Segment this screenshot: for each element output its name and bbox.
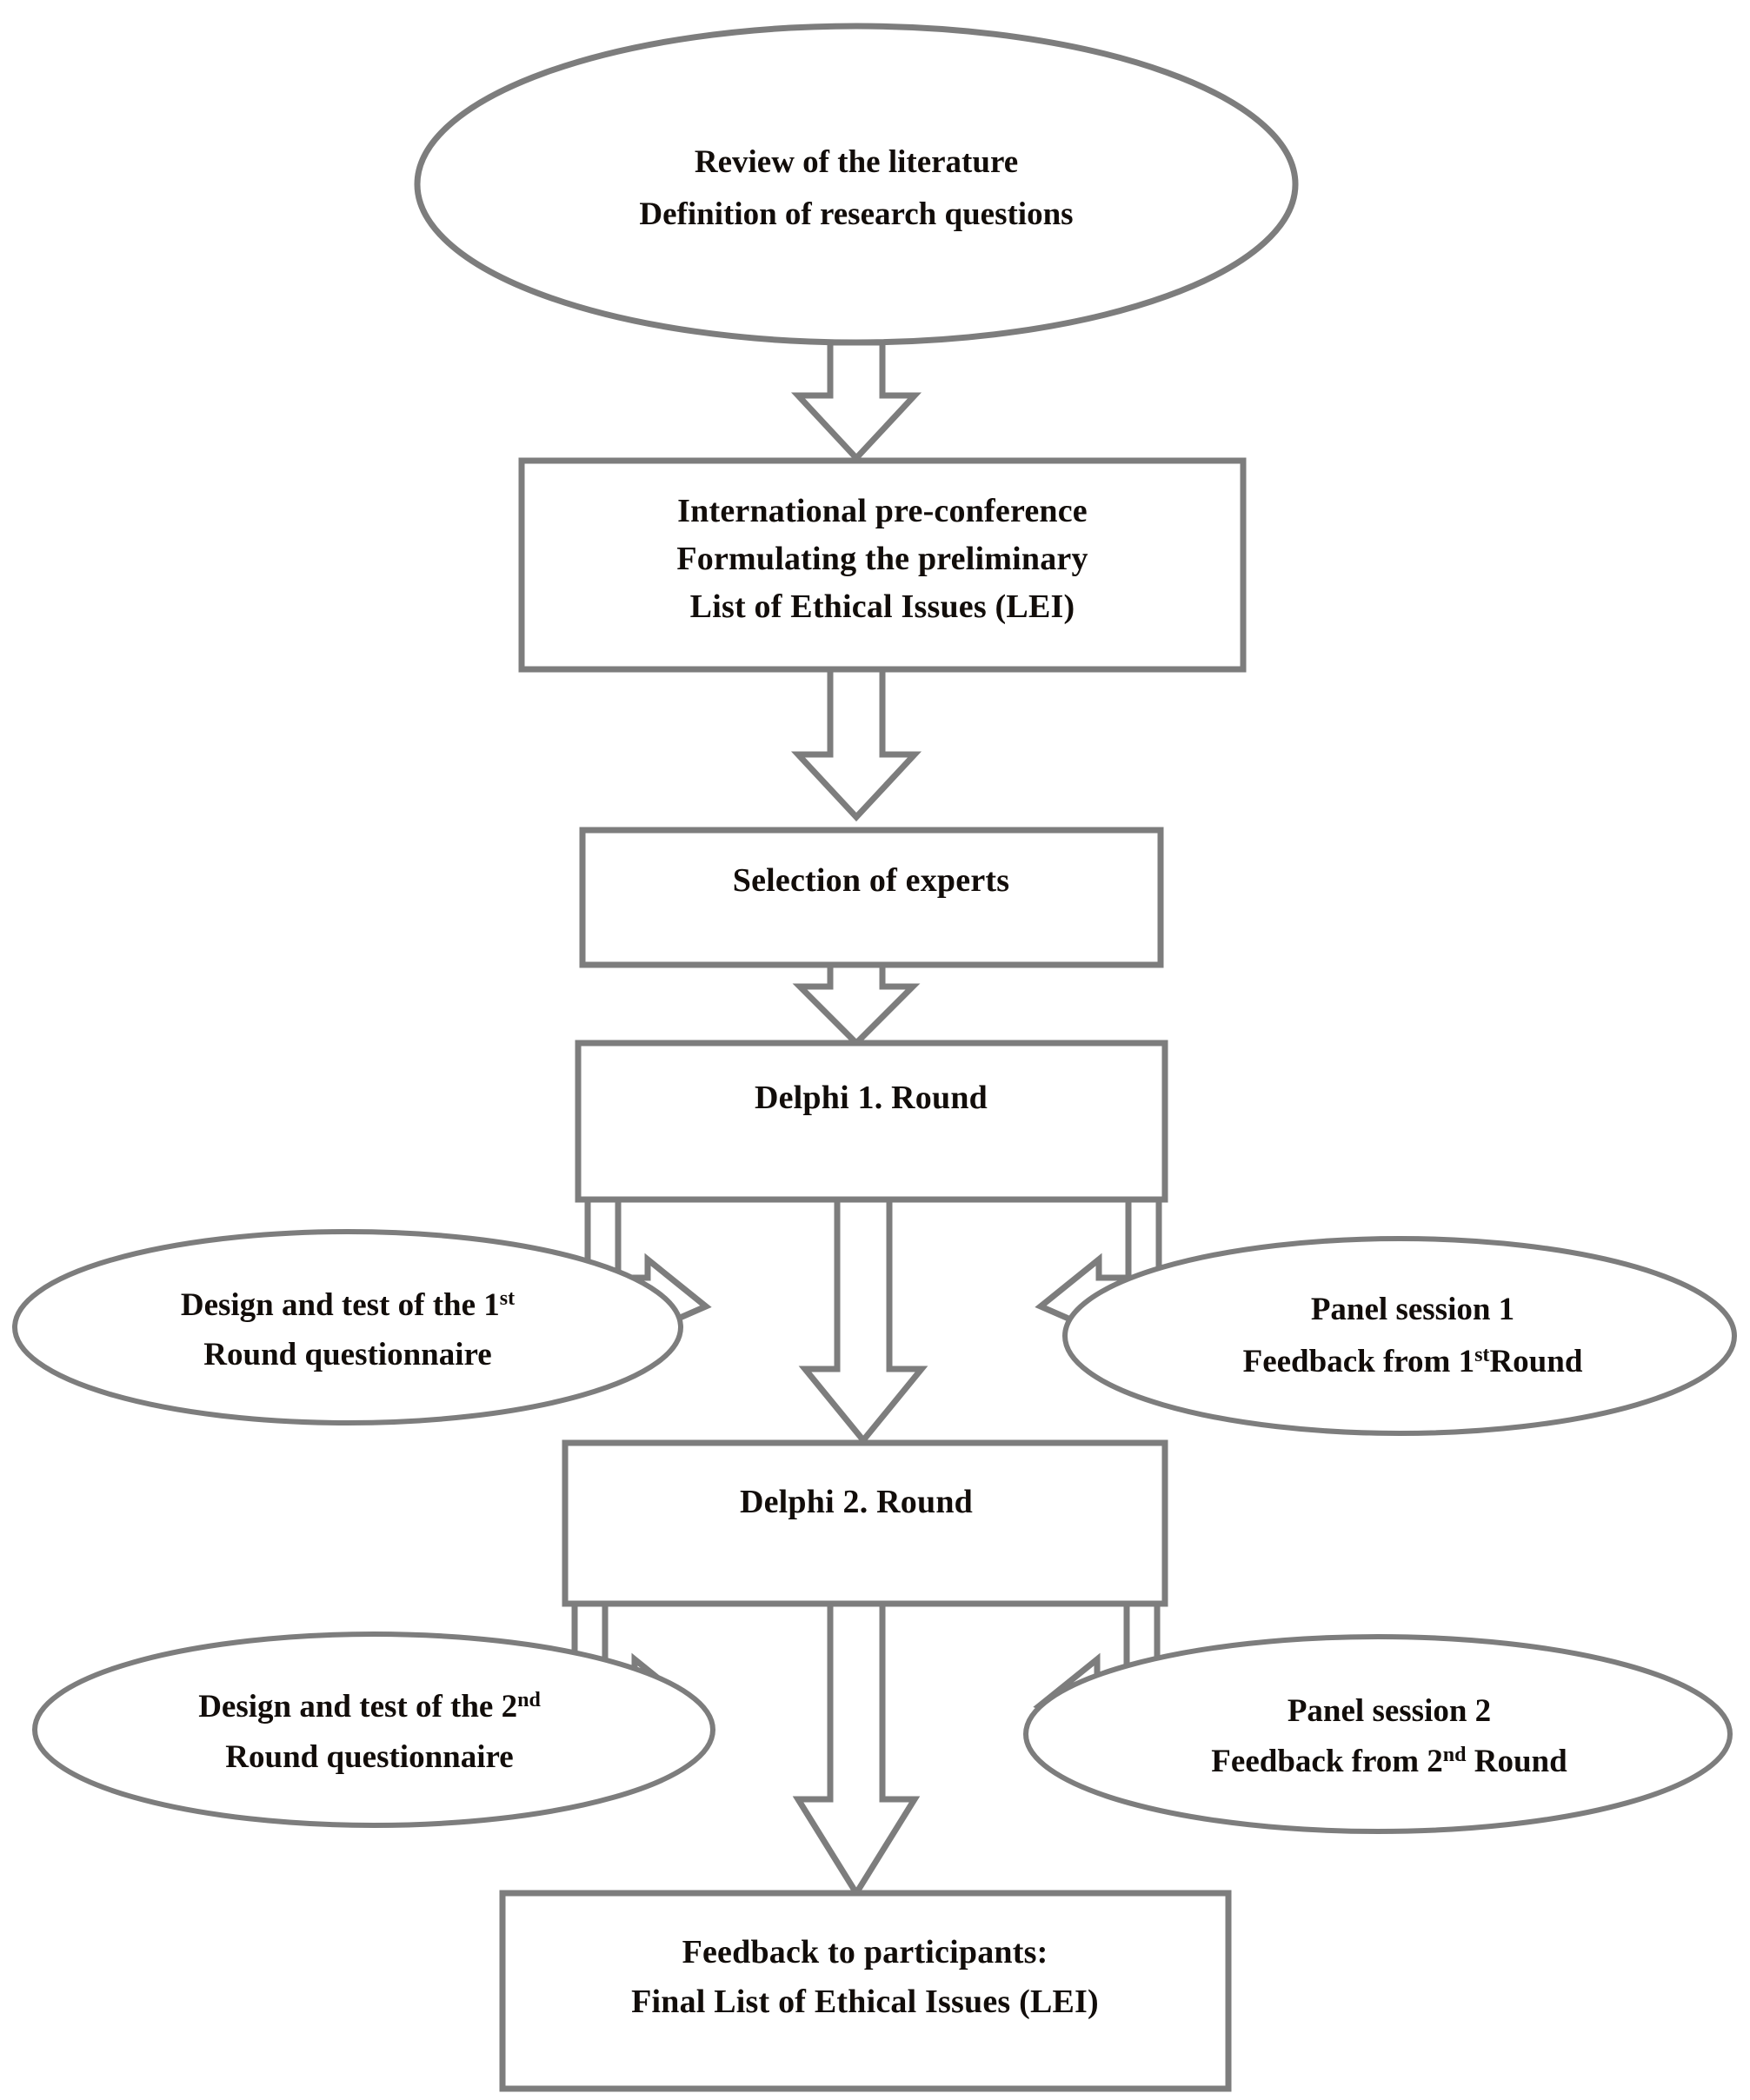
start-ellipse-line2: Definition of research questions xyxy=(639,196,1073,232)
panel-session1-line2-tail: Round xyxy=(1489,1344,1582,1379)
node-selection-box[interactable]: Selection of experts xyxy=(579,827,1164,968)
delphi-round1-line1: Delphi 1. Round xyxy=(755,1080,988,1116)
rect-shape xyxy=(562,1439,1168,1607)
node-design-q2-ellipse[interactable]: Design and test of the 2nd Round questio… xyxy=(32,1631,715,1828)
delphi-round2-line1: Delphi 2. Round xyxy=(740,1484,973,1520)
design-q2-line1: Design and test of the 2nd xyxy=(198,1689,541,1725)
block-arrow-down-icon xyxy=(790,339,922,463)
node-preconference-box[interactable]: International pre-conference Formulating… xyxy=(518,457,1247,673)
preconference-line1: International pre-conference xyxy=(677,493,1088,529)
design-q2-line1-text: Design and test of the 2 xyxy=(198,1689,517,1725)
panel-session2-line2-superscript: nd xyxy=(1443,1744,1467,1766)
ellipse-shape xyxy=(1023,1634,1733,1834)
ellipse-shape xyxy=(1062,1236,1737,1436)
design-q2-line1-superscript: nd xyxy=(517,1689,541,1711)
rect-shape xyxy=(518,457,1247,673)
connector-selection-to-delphi1 xyxy=(792,961,921,1047)
panel-session2-line1: Panel session 2 xyxy=(1288,1693,1491,1729)
node-design-q1-ellipse[interactable]: Design and test of the 1st Round questio… xyxy=(12,1229,683,1425)
panel-session1-line2-text: Feedback from 1 xyxy=(1243,1344,1475,1379)
final-feedback-line2: Final List of Ethical Issues (LEI) xyxy=(631,1984,1099,2020)
connector-delphi2-to-final xyxy=(792,1600,921,1899)
node-final-feedback-box[interactable]: Feedback to participants: Final List of … xyxy=(499,1890,1232,2092)
panel-session1-line2: Feedback from 1stRound xyxy=(1243,1344,1583,1379)
node-start-ellipse[interactable]: Review of the literature Definition of r… xyxy=(414,23,1299,346)
block-arrow-down-icon xyxy=(790,666,922,822)
block-arrow-down-icon xyxy=(792,1600,921,1899)
preconference-line2: Formulating the preliminary xyxy=(676,541,1088,577)
node-panel-session2-ellipse[interactable]: Panel session 2 Feedback from 2nd Round xyxy=(1023,1634,1733,1834)
ellipse-shape xyxy=(12,1229,683,1425)
design-q1-line1-text: Design and test of the 1 xyxy=(181,1287,500,1323)
ellipse-shape xyxy=(414,23,1299,346)
start-ellipse-line1: Review of the literature xyxy=(695,144,1018,180)
panel-session2-line2-text: Feedback from 2 xyxy=(1211,1744,1443,1779)
preconference-line3: List of Ethical Issues (LEI) xyxy=(690,588,1075,625)
connector-start-to-preconference xyxy=(790,339,922,463)
node-panel-session1-ellipse[interactable]: Panel session 1 Feedback from 1stRound xyxy=(1062,1236,1737,1436)
design-q1-line1-superscript: st xyxy=(500,1287,515,1310)
rect-shape xyxy=(579,827,1164,968)
final-feedback-line1: Feedback to participants: xyxy=(682,1934,1048,1970)
panel-session1-line2-superscript: st xyxy=(1474,1344,1489,1366)
panel-session1-line1: Panel session 1 xyxy=(1311,1292,1514,1327)
design-q2-line2: Round questionnaire xyxy=(225,1739,513,1775)
ellipse-shape xyxy=(32,1631,715,1828)
block-arrow-down-icon xyxy=(792,961,921,1047)
panel-session2-line2: Feedback from 2nd Round xyxy=(1211,1744,1567,1779)
node-delphi-round2-box[interactable]: Delphi 2. Round xyxy=(562,1439,1168,1607)
connector-delphi1-to-delphi2 xyxy=(798,1196,928,1445)
design-q1-line1: Design and test of the 1st xyxy=(181,1287,515,1323)
rect-shape xyxy=(499,1890,1232,2092)
connector-preconference-to-selection xyxy=(790,666,922,822)
design-q1-line2: Round questionnaire xyxy=(203,1337,491,1372)
node-delphi-round1-box[interactable]: Delphi 1. Round xyxy=(575,1040,1168,1203)
panel-session2-line2-tail: Round xyxy=(1467,1744,1568,1779)
block-arrow-down-icon xyxy=(798,1196,928,1445)
rect-shape xyxy=(575,1040,1168,1203)
selection-line1: Selection of experts xyxy=(733,862,1009,899)
